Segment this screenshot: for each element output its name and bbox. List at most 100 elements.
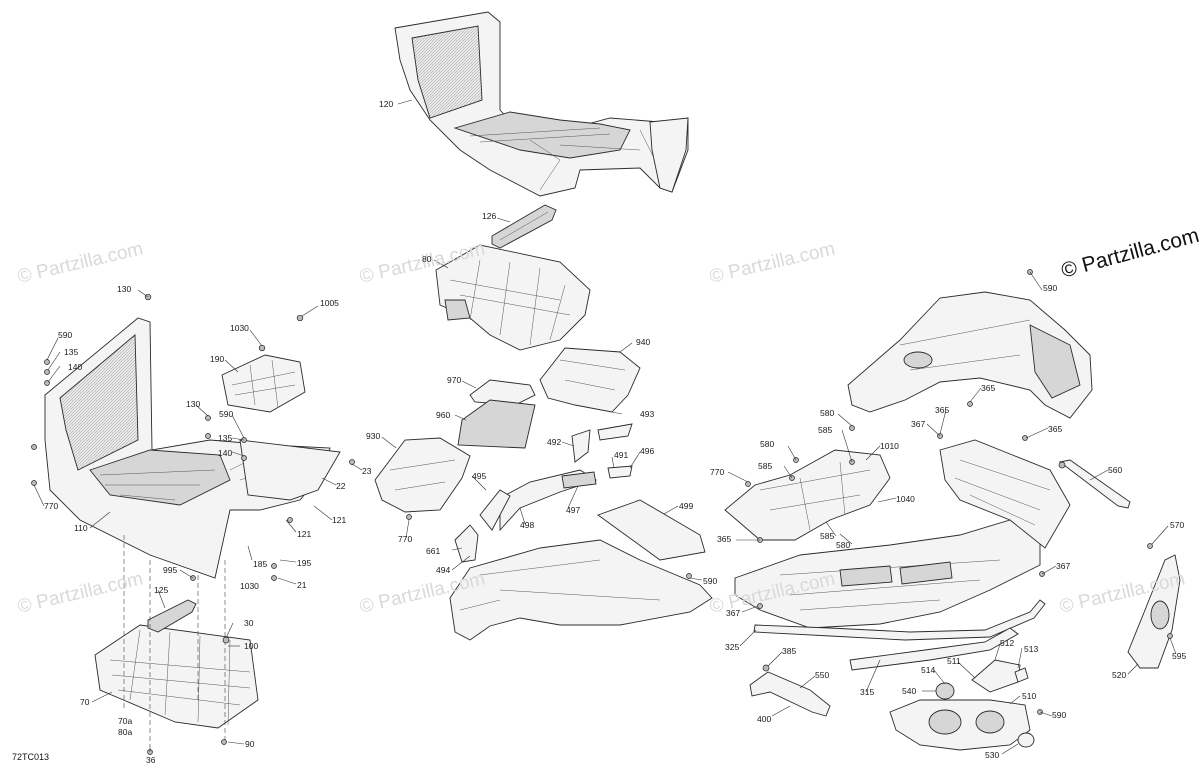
part-126-bracket	[491, 204, 557, 249]
part-80-support-frame	[435, 244, 591, 351]
part-930-panel	[374, 437, 471, 513]
callout-label: 315	[860, 687, 875, 697]
callout-label: 585	[820, 531, 835, 541]
callout-label: 135	[64, 347, 79, 357]
callout-label: 135	[218, 433, 233, 443]
callout-label: 930	[366, 431, 381, 441]
callout-label: 550	[815, 670, 830, 680]
callout-label: 530	[985, 750, 1000, 760]
part-190-plate	[221, 354, 306, 413]
callout-label: 385	[782, 646, 797, 656]
part-970-panel	[469, 379, 536, 406]
callout-label: 590	[703, 576, 718, 586]
callout-label: 540	[902, 686, 917, 696]
callout-label: 365	[717, 534, 732, 544]
callout-label: 1030	[240, 581, 259, 591]
callout-label: 367	[1056, 561, 1071, 571]
part-315-rail	[849, 627, 1019, 671]
callout-label: 130	[186, 399, 201, 409]
callout-label: 661	[426, 546, 441, 556]
callout-label: 70	[80, 697, 90, 707]
callout-label: 580	[836, 540, 851, 550]
callout-label: 325	[725, 642, 740, 652]
callout-label: 514	[921, 665, 936, 675]
callout-label: 770	[710, 467, 725, 477]
callout-label: 1010	[880, 441, 899, 451]
callout-label: 494	[436, 565, 451, 575]
parts-491-498-brackets	[479, 423, 633, 532]
callout-label: 496	[640, 446, 655, 456]
callout-label: 560	[1108, 465, 1123, 475]
callout-label: 995	[163, 565, 178, 575]
callout-label: 100	[244, 641, 259, 651]
part-125-bracket	[147, 599, 197, 633]
callout-label: 595	[1172, 651, 1187, 661]
alignment-lines	[123, 535, 226, 745]
callout-label: 495	[472, 471, 487, 481]
callout-label: 36	[146, 755, 156, 765]
callout-label: 491	[614, 450, 629, 460]
callout-label: 121	[297, 529, 312, 539]
part-550-bracket	[749, 664, 831, 717]
leader-lines	[33, 99, 1177, 755]
callout-label: 590	[219, 409, 234, 419]
callout-label: 585	[818, 425, 833, 435]
callout-label: 190	[210, 354, 225, 364]
callout-label: 1005	[320, 298, 339, 308]
diagram-code: 72TC013	[12, 752, 50, 762]
callout-label: 1030	[230, 323, 249, 333]
callout-label: 1040	[896, 494, 915, 504]
callout-label: 585	[758, 461, 773, 471]
callout-label: 365	[935, 405, 950, 415]
part-325-rail	[753, 599, 1046, 641]
part-70-footrest	[94, 624, 259, 729]
callout-label: 493	[640, 409, 655, 419]
callout-label: 770	[44, 501, 59, 511]
callout-label: 90	[245, 739, 255, 749]
part-rear-fender-cover	[847, 291, 1093, 419]
callout-label: 185	[253, 559, 268, 569]
callout-label: 590	[58, 330, 73, 340]
part-499-panel	[597, 499, 706, 561]
callout-label: 195	[297, 558, 312, 568]
callout-label: 365	[981, 383, 996, 393]
callout-label: 120	[379, 99, 394, 109]
callout-label: 513	[1024, 644, 1039, 654]
callout-label: 365	[1048, 424, 1063, 434]
callout-label: 970	[447, 375, 462, 385]
callout-label: 80a	[118, 727, 133, 737]
callout-label: 121	[332, 515, 347, 525]
part-110-left-footwell	[44, 317, 341, 579]
callout-label: 21	[297, 580, 307, 590]
callout-label: 80	[422, 254, 432, 264]
part-560-rod	[1058, 459, 1131, 509]
callout-label: 511	[947, 656, 961, 666]
callout-label: 23	[362, 466, 372, 476]
callout-label: 590	[1043, 283, 1058, 293]
callout-label: 400	[757, 714, 772, 724]
callout-label: 512	[1000, 638, 1015, 648]
callout-label: 126	[482, 211, 497, 221]
callout-label: 30	[244, 618, 254, 628]
part-510-light-housing	[889, 699, 1035, 751]
callout-label: 140	[68, 362, 83, 372]
callout-label: 570	[1170, 520, 1185, 530]
callout-label: 70a	[118, 716, 133, 726]
callout-label: 590	[1052, 710, 1067, 720]
callout-label: 140	[218, 448, 233, 458]
callout-label: 130	[117, 284, 132, 294]
callout-label: 492	[547, 437, 562, 447]
part-940-cover	[539, 347, 641, 413]
callout-label: 110	[74, 523, 88, 533]
part-1010-storage	[724, 449, 891, 541]
callout-label: 580	[760, 439, 775, 449]
callout-label: 520	[1112, 670, 1127, 680]
callout-label: 125	[154, 585, 169, 595]
callout-label: 499	[679, 501, 694, 511]
part-fender-left-rear	[449, 539, 713, 641]
part-120-footwell	[394, 11, 689, 197]
callout-label: 960	[436, 410, 451, 420]
callout-label: 580	[820, 408, 835, 418]
